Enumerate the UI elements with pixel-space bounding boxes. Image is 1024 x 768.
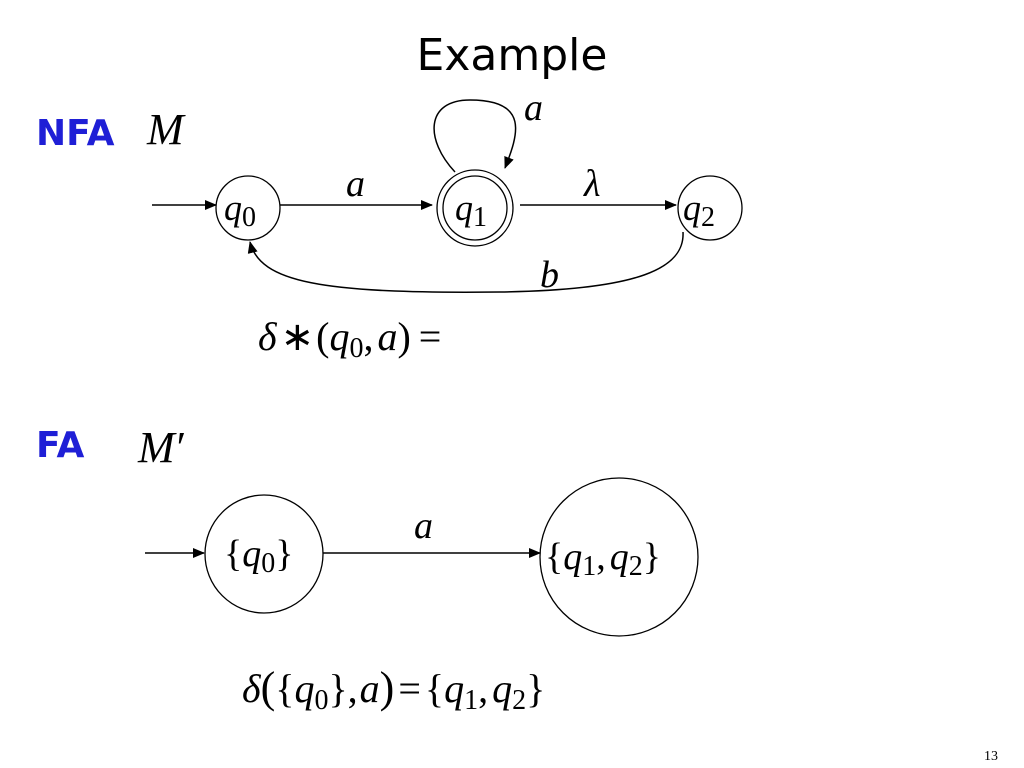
fa-state-q0 bbox=[204, 494, 324, 614]
fa-state-q1q2-label: {q1,q2} bbox=[545, 536, 661, 582]
fa-state-q1q2 bbox=[539, 477, 699, 637]
nfa-state-q0-label: q0 bbox=[224, 188, 256, 233]
nfa-state-q1-inner bbox=[442, 175, 508, 241]
slide-title: Example bbox=[417, 30, 608, 81]
fa-tag: FA bbox=[36, 425, 84, 466]
nfa-transition-q2-q0 bbox=[247, 231, 684, 293]
nfa-machine-name: M bbox=[146, 105, 186, 154]
fa-label-transition: a bbox=[414, 505, 433, 547]
fa-equation: δ({q0},a)={q1,q2} bbox=[242, 663, 545, 716]
nfa-state-q1-label: q1 bbox=[455, 188, 487, 233]
nfa-label-q2-q0: b bbox=[540, 254, 559, 296]
fa-state-q0-label: {q0} bbox=[224, 533, 294, 579]
page-number: 13 bbox=[984, 749, 998, 764]
nfa-tag: NFA bbox=[36, 113, 115, 154]
fa-machine-name: M′ bbox=[137, 423, 186, 472]
nfa-state-q2-label: q2 bbox=[683, 188, 715, 233]
nfa-equation: δ∗(q0,a)= bbox=[258, 314, 441, 364]
nfa-label-q1-loop: a bbox=[524, 87, 543, 129]
nfa-label-q1-q2: λ bbox=[583, 163, 600, 205]
nfa-state-q2 bbox=[677, 175, 743, 241]
nfa-state-q0 bbox=[215, 175, 281, 241]
nfa-label-q0-q1: a bbox=[346, 163, 365, 205]
nfa-state-q1-outer bbox=[436, 169, 514, 247]
nfa-transition-q1-loop bbox=[433, 99, 517, 173]
